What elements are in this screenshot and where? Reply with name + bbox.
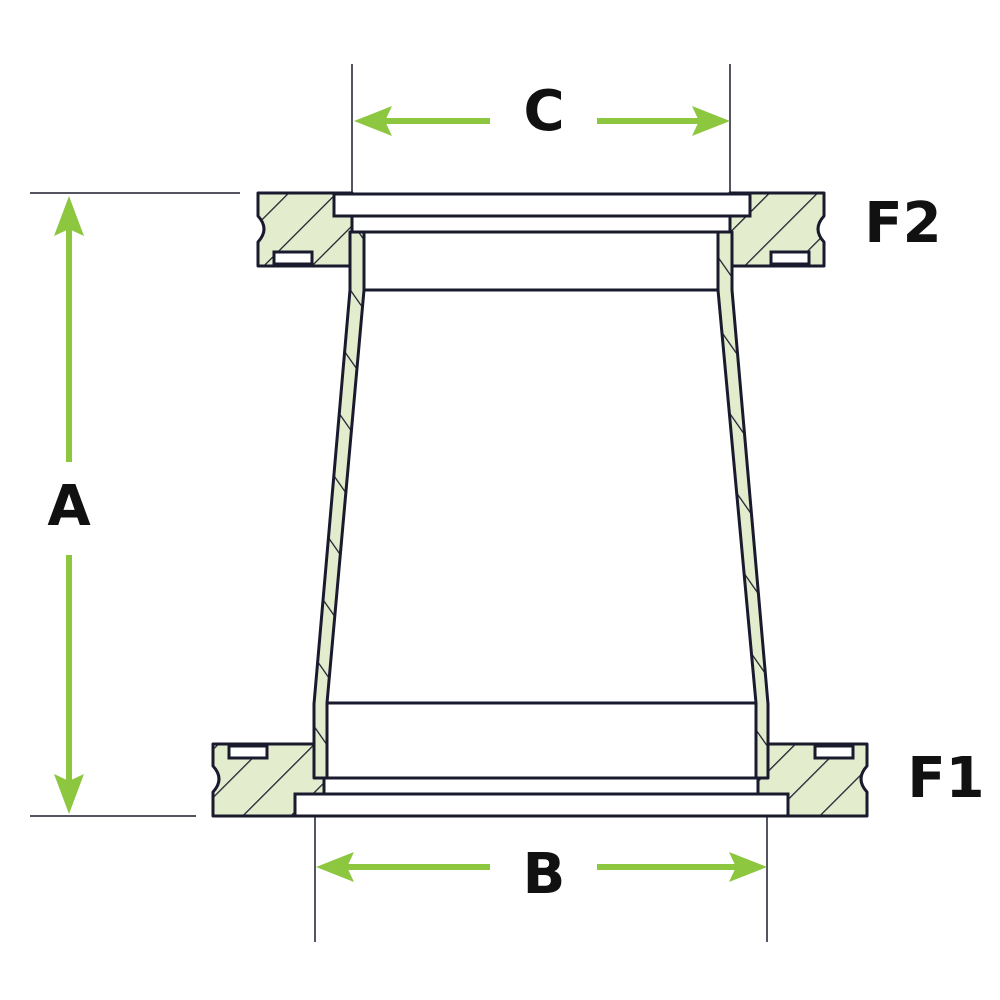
dim-b-arrowhead-left [316, 852, 354, 882]
extension-lines [30, 64, 768, 942]
label-dim-c: C [523, 79, 564, 144]
flange-top-face-recess [332, 192, 752, 218]
dim-a-arrowhead-bottom [54, 774, 84, 814]
label-flange-f2: F2 [864, 191, 941, 256]
flange-bottom-right-groove [813, 744, 855, 760]
flange-bottom-left-section [211, 742, 326, 818]
dim-a-arrowhead-top [54, 196, 84, 236]
label-dim-a: A [47, 474, 91, 539]
cone-wall-left [312, 230, 366, 780]
flange-bottom [211, 742, 869, 818]
flange-top [256, 191, 826, 268]
flange-bottom-left-groove [227, 744, 269, 760]
cone-wall-right [716, 230, 770, 780]
label-dim-b: B [523, 842, 566, 907]
flange-top-right-groove [769, 250, 811, 266]
cone-body [312, 214, 770, 780]
flange-bottom-face-recess [293, 792, 790, 818]
label-flange-f1: F1 [907, 746, 984, 811]
dim-c-arrowhead-left [354, 106, 392, 136]
flange-top-left-groove [272, 250, 314, 266]
dim-c-arrowhead-right [692, 106, 730, 136]
dim-b-arrowhead-right [729, 852, 767, 882]
dimension-arrows [54, 106, 767, 882]
